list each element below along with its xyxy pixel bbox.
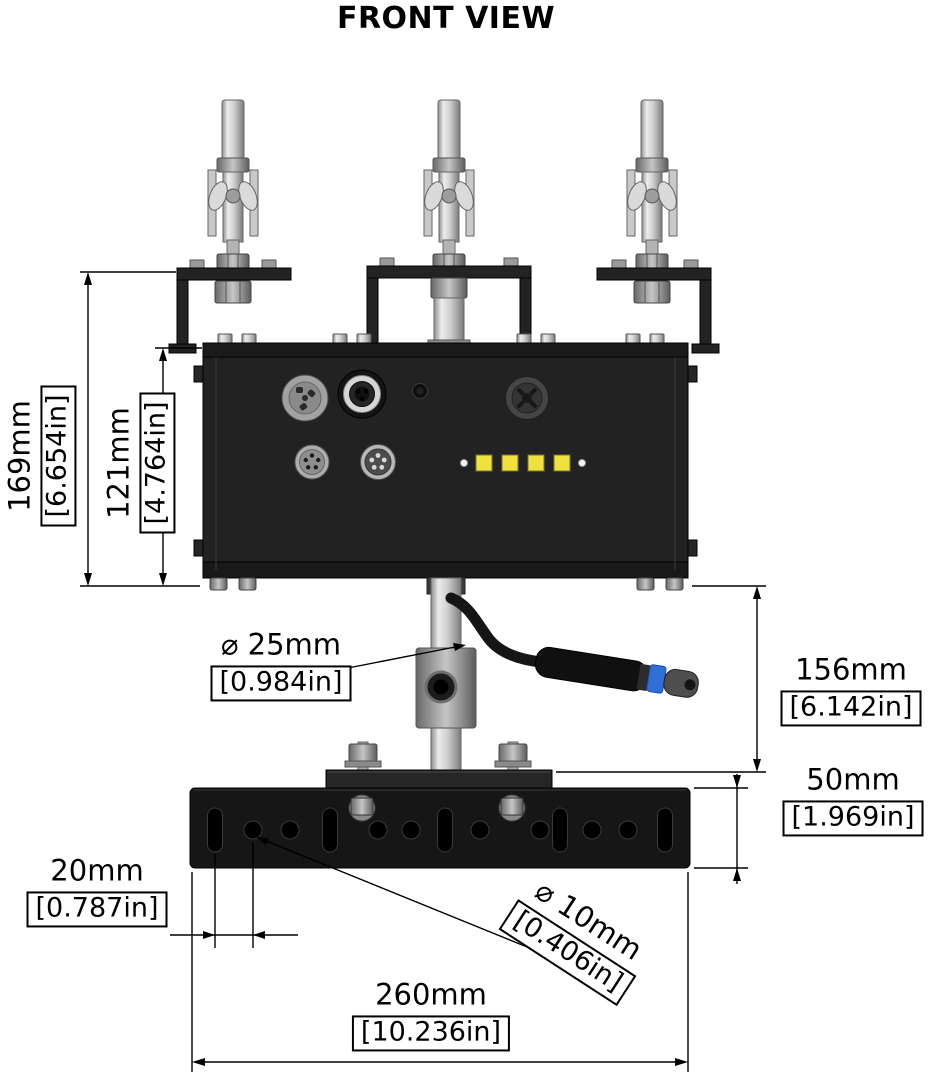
mounting-plate: [189, 787, 691, 869]
dim-label-hole-spacing: 20mm [0.787in]: [26, 853, 168, 928]
dim-inch-value: [0.787in]: [26, 891, 168, 928]
device-body: [193, 333, 698, 591]
truss-clamp-center: [420, 99, 478, 270]
dimension-arrowheads: [84, 272, 761, 1066]
dim-mm-value: 121mm: [101, 407, 136, 519]
dim-mm-value: 156mm: [795, 652, 907, 687]
dim-label-plate-width: 260mm [10.236in]: [351, 977, 511, 1052]
xlr-female-connector: [294, 444, 330, 480]
powercon-in-connector: [281, 374, 329, 422]
fuse-button: [412, 383, 428, 399]
drawing-title: FRONT VIEW: [336, 1, 556, 36]
dim-mm-value: ⌀ 25mm: [220, 627, 342, 662]
dim-inch-value: [0.984in]: [210, 665, 352, 702]
dim-mm-value: 260mm: [375, 977, 487, 1012]
plate-round-holes: [243, 820, 638, 840]
dim-label-overall-height: 169mm [6.654in]: [2, 385, 77, 527]
dim-inch-value: [6.142in]: [780, 690, 922, 727]
dim-mm-value: 50mm: [806, 762, 900, 797]
truss-clamp-left: [204, 99, 262, 270]
dim-inch-value: [6.654in]: [40, 385, 77, 527]
dim-label-plate-height: 50mm [1.969in]: [782, 762, 924, 837]
dimension-lines: [80, 271, 766, 1072]
support-pole: [415, 577, 548, 773]
locking-handle: [534, 646, 699, 698]
bracket-center: [358, 257, 540, 353]
dim-inch-value: [10.236in]: [351, 1015, 511, 1052]
handle-cable: [445, 592, 548, 668]
dim-mm-value: 169mm: [2, 400, 37, 512]
dim-label-pole-diameter: ⌀ 25mm [0.984in]: [210, 627, 352, 702]
bracket-right: [596, 259, 720, 354]
plate-slot-holes: [207, 807, 673, 853]
xlr-male-connector: [360, 444, 396, 480]
bottom-feet-bolts: [209, 577, 684, 591]
powercon-out-connector: [337, 369, 387, 419]
dim-label-lower-height: 156mm [6.142in]: [780, 652, 922, 727]
leader-line-25: [347, 646, 456, 669]
dim-mm-value: 20mm: [50, 853, 144, 888]
led-indicator-strip: [460, 454, 586, 472]
bracket-left: [168, 259, 292, 354]
dim-inch-value: [1.969in]: [782, 800, 924, 837]
truss-clamp-right: [623, 99, 681, 270]
dim-inch-value: [4.764in]: [139, 392, 176, 534]
speakon-connector: [505, 376, 549, 420]
dim-label-box-height: 121mm [4.764in]: [101, 392, 176, 534]
